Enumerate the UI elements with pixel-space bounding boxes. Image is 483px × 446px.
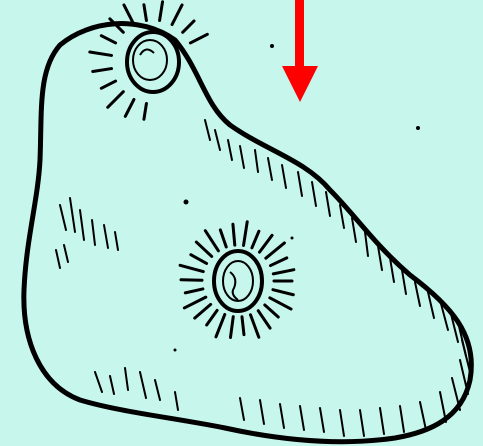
spike-mark — [233, 224, 235, 245]
spike-mark — [190, 34, 207, 43]
hatch-mark — [268, 158, 272, 180]
spike-mark — [191, 255, 207, 264]
center-ringed-circle — [214, 251, 262, 311]
hatch-mark — [360, 410, 364, 436]
upper-ringed-circle — [127, 32, 179, 92]
spike-mark — [273, 290, 293, 295]
spike-mark — [265, 305, 278, 317]
edge-hatching — [205, 120, 470, 436]
spike-mark — [160, 2, 163, 21]
hatch-mark — [420, 402, 426, 430]
spike-mark — [125, 99, 134, 116]
hatch-mark — [340, 410, 344, 436]
hatch-mark — [280, 404, 284, 428]
hatch-mark — [312, 182, 316, 206]
spike-mark — [195, 304, 211, 318]
hatch-mark — [400, 406, 404, 432]
spike-mark — [183, 21, 194, 32]
spike-mark — [108, 92, 124, 108]
hatch-mark — [240, 398, 244, 420]
spike-mark — [230, 317, 233, 338]
spike-mark — [207, 310, 217, 325]
spike-mark — [220, 230, 226, 247]
spike-mark — [184, 297, 205, 308]
spike-mark — [144, 5, 147, 21]
spike-mark — [93, 69, 112, 72]
blob-outline — [24, 24, 472, 442]
hatch-mark — [240, 146, 244, 168]
spike-mark — [172, 5, 182, 25]
spike-mark — [244, 222, 248, 246]
center-circle-spikes — [180, 222, 294, 338]
spike-mark — [90, 52, 112, 55]
spike-mark — [216, 314, 225, 336]
hatch-mark — [215, 130, 220, 150]
spike-mark — [266, 243, 285, 258]
spike-mark — [242, 317, 244, 335]
spike-mark — [273, 270, 294, 274]
spike-mark — [252, 231, 259, 248]
spike-mark — [205, 231, 218, 251]
spike-mark — [270, 298, 291, 309]
spike-mark — [271, 258, 287, 266]
red-down-arrow — [282, 0, 318, 102]
spike-mark — [196, 242, 211, 256]
hatch-mark — [460, 360, 468, 394]
spike-mark — [260, 235, 273, 252]
hatch-mark — [228, 140, 232, 160]
hatch-mark — [282, 165, 286, 188]
hatch-mark — [320, 408, 324, 432]
hatch-mark — [205, 120, 210, 140]
hatch-mark — [415, 282, 420, 306]
hatch-mark — [452, 378, 460, 410]
spike-mark — [101, 36, 115, 43]
spike-mark — [250, 315, 258, 338]
spike-mark — [185, 289, 203, 293]
hatch-mark — [326, 192, 330, 216]
spike-mark — [101, 81, 115, 88]
left-texture-marks — [56, 198, 178, 410]
hatch-mark — [260, 400, 264, 424]
hatch-mark — [380, 408, 384, 434]
hatch-mark — [440, 392, 446, 422]
hatch-mark — [300, 406, 304, 430]
spike-mark — [180, 265, 203, 271]
hatch-mark — [255, 150, 258, 172]
spike-mark — [144, 103, 147, 119]
spike-mark — [258, 311, 270, 328]
hatch-mark — [340, 205, 344, 228]
hatch-mark — [298, 172, 302, 196]
